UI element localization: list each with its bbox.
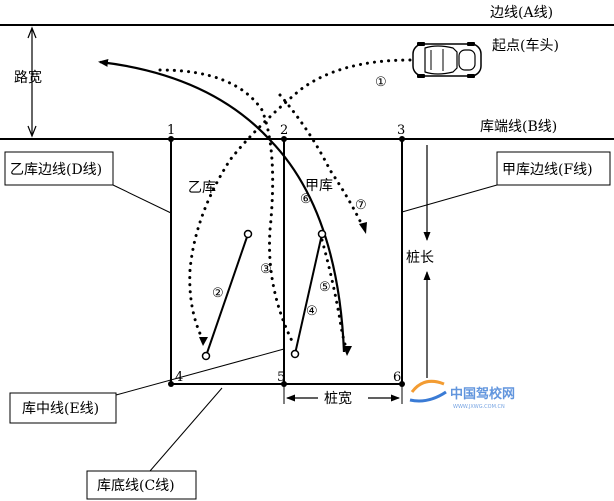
b-line-label: 库端线(B线) bbox=[480, 119, 557, 135]
road-width-label: 路宽 bbox=[14, 69, 42, 86]
step-6-label: ⑥ bbox=[300, 192, 312, 207]
path-dotted-4 bbox=[320, 238, 349, 352]
path-dotted-2 bbox=[158, 68, 296, 347]
dotted-arrowhead-left bbox=[199, 337, 208, 346]
road-width-arrow-top bbox=[27, 26, 37, 39]
point-4-dot bbox=[168, 381, 174, 387]
step-3-label: ③ bbox=[260, 262, 272, 277]
path-solid-curve bbox=[98, 58, 346, 353]
c-line-leader bbox=[149, 387, 223, 472]
point-5-label: 5 bbox=[277, 370, 285, 385]
path-4-start bbox=[290, 349, 300, 359]
point-1-dot bbox=[168, 136, 174, 142]
watermark-url: WWW.JXWG.COM.CN bbox=[453, 404, 505, 410]
f-line-leader bbox=[401, 184, 498, 213]
path-dotted-3 bbox=[278, 93, 364, 227]
path-2-start bbox=[201, 351, 211, 361]
a-line-label: 边线(A线) bbox=[490, 5, 553, 21]
e-line-callout: 库中线(E线) bbox=[22, 401, 99, 417]
dotted-arrowhead-right bbox=[343, 346, 352, 356]
d-line-callout-box bbox=[4, 151, 114, 186]
bay-right-label: 甲库 bbox=[305, 178, 333, 194]
dotted-arrowhead-7 bbox=[359, 222, 367, 234]
path-dotted-1 bbox=[188, 58, 412, 342]
pile-length-label: 桩长 bbox=[406, 249, 434, 266]
d-line-callout: 乙库边线(D线) bbox=[10, 162, 102, 178]
road-width-arrow-bottom bbox=[27, 125, 37, 138]
car-icon bbox=[412, 42, 482, 78]
point-3-label: 3 bbox=[397, 123, 405, 138]
point-3-dot bbox=[399, 136, 405, 142]
step-5-label: ⑤ bbox=[319, 280, 331, 295]
path-2-end bbox=[243, 229, 253, 239]
step-2-label: ② bbox=[212, 286, 224, 301]
path-straight-2 bbox=[205, 233, 249, 357]
path-straight-4 bbox=[294, 233, 323, 355]
step-7-label: ⑦ bbox=[355, 198, 367, 213]
f-line-callout-box bbox=[496, 151, 611, 186]
point-2-label: 2 bbox=[280, 123, 288, 138]
f-line-callout: 甲库边线(F线) bbox=[502, 162, 593, 178]
pile-width-label: 桩宽 bbox=[324, 390, 352, 407]
c-line-callout: 库底线(C线) bbox=[97, 478, 175, 494]
e-line-callout-box bbox=[9, 392, 117, 424]
point-1-label: 1 bbox=[167, 123, 175, 138]
step-4-label: ④ bbox=[306, 304, 318, 319]
point-2-dot bbox=[281, 136, 287, 142]
bay-right bbox=[283, 138, 403, 385]
watermark-text: 中国驾校网 bbox=[450, 386, 515, 402]
step-1-label: ① bbox=[375, 75, 387, 90]
e-line-leader bbox=[115, 348, 285, 396]
bay-left-label: 乙库 bbox=[188, 180, 216, 196]
path-4-end bbox=[317, 229, 327, 239]
point-6-label: 6 bbox=[393, 370, 401, 385]
start-label: 起点(车头) bbox=[492, 37, 559, 54]
c-line-callout-box bbox=[86, 470, 197, 500]
d-line-leader bbox=[112, 184, 172, 214]
watermark-logo: 中国驾校网 WWW.JXWG.COM.CN bbox=[409, 379, 515, 410]
